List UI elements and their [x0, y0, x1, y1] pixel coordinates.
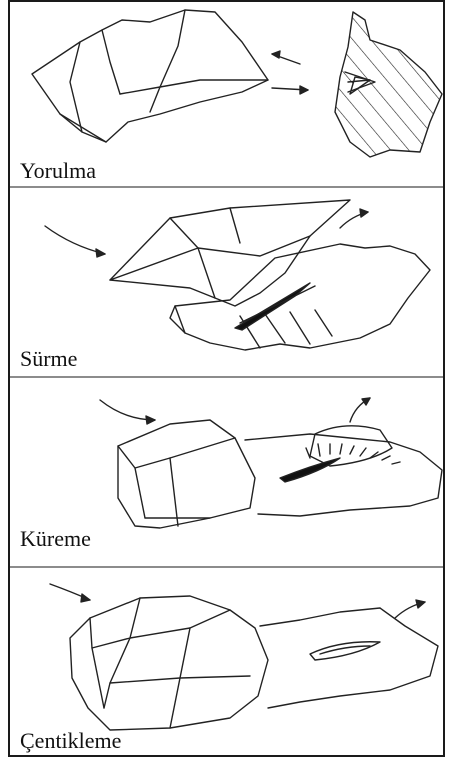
panel-yorulma: Yorulma	[10, 2, 443, 186]
rock-chunk-1	[32, 10, 268, 142]
scraping-chunk	[118, 420, 255, 528]
notching-chunk	[70, 596, 268, 730]
panel-centikleme: Çentikleme	[10, 568, 443, 757]
sliding-surface	[170, 244, 430, 350]
caption-kureme: Küreme	[20, 528, 91, 550]
figure-frame: Yorulma	[8, 0, 445, 757]
motion-arrows	[100, 398, 370, 424]
panel-surme: Sürme	[10, 188, 443, 376]
caption-yorulma: Yorulma	[20, 160, 96, 182]
caption-surme: Sürme	[20, 348, 77, 370]
motion-arrows	[272, 51, 308, 94]
caption-centikleme: Çentikleme	[20, 730, 121, 752]
notched-surface	[260, 608, 438, 708]
abrasive-chunk	[110, 200, 350, 306]
scraped-surface	[245, 426, 442, 516]
worn-surface-hatched	[335, 12, 442, 157]
motion-arrows	[50, 584, 425, 618]
panel-kureme: Küreme	[10, 378, 443, 566]
